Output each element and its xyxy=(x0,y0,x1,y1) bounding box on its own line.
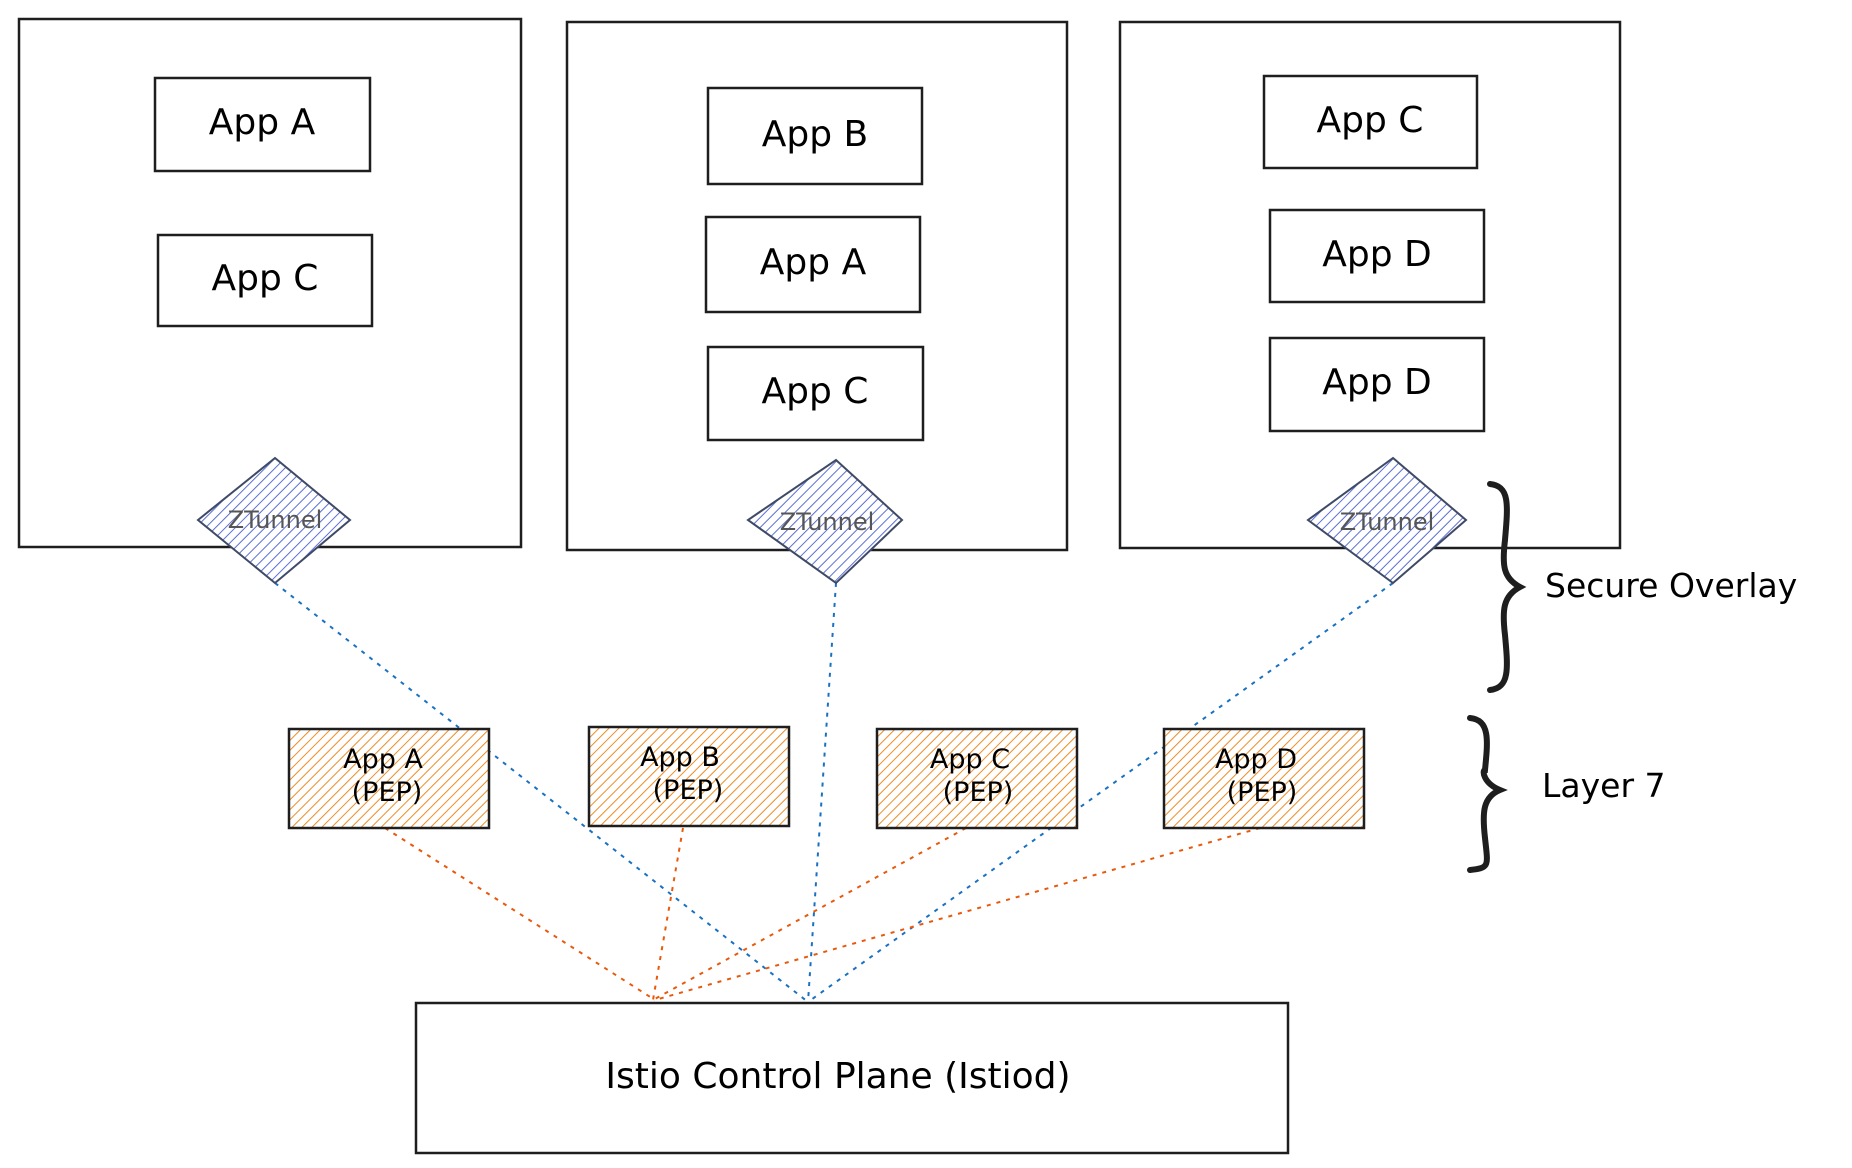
app-label: App A xyxy=(760,242,867,283)
pep-row: App A (PEP) App B (PEP) App C (PEP) App … xyxy=(287,725,1366,830)
app-label: App C xyxy=(762,371,869,412)
pep-name: App C xyxy=(930,744,1010,775)
app-box: App A xyxy=(704,215,922,314)
layer7-label: Layer 7 xyxy=(1542,766,1666,805)
brace-icon xyxy=(1467,715,1508,873)
layer7-annotation: Layer 7 xyxy=(1467,715,1666,873)
ztunnel2-connection xyxy=(807,582,837,1003)
control-plane-label: Istio Control Plane (Istiod) xyxy=(605,1056,1070,1097)
pep1-connection xyxy=(384,827,656,1001)
ztunnel: ZTunnel xyxy=(746,458,904,585)
pep-name: App B xyxy=(640,742,720,773)
app-box: App C xyxy=(1262,74,1479,170)
pep-box: App A (PEP) xyxy=(287,727,491,830)
node-2: App B App A App C ZTunnel xyxy=(565,20,1069,585)
secure-overlay-label: Secure Overlay xyxy=(1545,566,1797,605)
app-box: App B xyxy=(706,86,924,186)
app-box: App A xyxy=(153,76,372,173)
ztunnel: ZTunnel xyxy=(1306,456,1468,585)
ztunnel-diamond xyxy=(1306,456,1468,585)
pep-tag: (PEP) xyxy=(943,777,1014,808)
app-label: App B xyxy=(762,114,868,155)
pep4-connection xyxy=(654,827,1261,1001)
app-label: App C xyxy=(212,258,319,299)
node-3: App C App D App D ZTunnel xyxy=(1118,20,1622,585)
ztunnel: ZTunnel xyxy=(196,456,352,585)
pep2-connection xyxy=(652,827,684,1001)
app-label: App C xyxy=(1317,100,1424,141)
ztunnel-label: ZTunnel xyxy=(780,508,875,536)
pep-box: App D (PEP) xyxy=(1162,727,1366,830)
connections xyxy=(274,582,1394,1003)
pep-tag: (PEP) xyxy=(1227,777,1298,808)
pep-tag: (PEP) xyxy=(653,775,724,806)
app-label: App D xyxy=(1322,362,1432,403)
pep-box: App C (PEP) xyxy=(875,727,1079,830)
app-box: App D xyxy=(1268,208,1486,304)
ztunnel-label: ZTunnel xyxy=(1340,508,1435,536)
control-plane-box xyxy=(414,1001,1290,1155)
control-plane: Istio Control Plane (Istiod) xyxy=(414,1001,1290,1155)
ztunnel-diamond xyxy=(746,458,904,585)
node-1: App A App C ZTunnel xyxy=(17,17,523,585)
pep-name: App A xyxy=(343,744,423,775)
ztunnel1-connection xyxy=(274,582,809,1003)
app-label: App D xyxy=(1322,234,1432,275)
app-box: App D xyxy=(1268,336,1486,433)
secure-overlay-annotation: Secure Overlay xyxy=(1487,481,1797,693)
pep-name: App D xyxy=(1215,744,1297,775)
brace-icon xyxy=(1487,481,1527,693)
pep-tag: (PEP) xyxy=(352,777,423,808)
app-box: App C xyxy=(706,345,925,442)
ztunnel-label: ZTunnel xyxy=(228,506,323,534)
ztunnel-diamond xyxy=(196,456,352,585)
pep-box: App B (PEP) xyxy=(587,725,791,828)
app-box: App C xyxy=(156,233,374,328)
app-label: App A xyxy=(209,102,316,143)
